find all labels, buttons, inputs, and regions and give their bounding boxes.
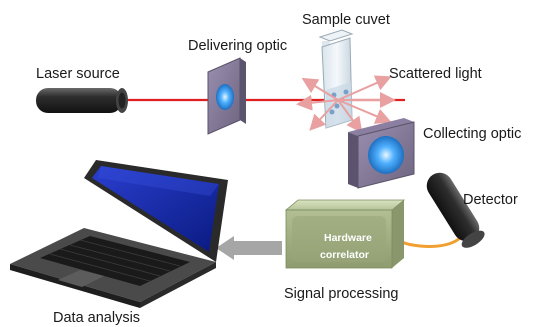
data-analysis-label: Data analysis — [53, 310, 140, 326]
hardware-correlator-label-line2: correlator — [320, 249, 369, 261]
laptop-icon — [10, 160, 228, 308]
collecting-optic-label: Collecting optic — [423, 126, 521, 142]
delivering-optic-label: Delivering optic — [188, 38, 287, 54]
laser-source-icon — [36, 88, 128, 113]
hardware-correlator-label-line1: Hardware — [324, 232, 372, 244]
data-flow-arrow — [216, 236, 282, 260]
signal-processing-label: Signal processing — [284, 286, 398, 302]
delivering-optic-icon — [207, 57, 246, 135]
sample-cuvet-label: Sample cuvet — [302, 12, 390, 28]
scattered-light-arrows — [296, 75, 396, 134]
detector-icon — [426, 172, 485, 248]
hardware-correlator-box — [284, 199, 406, 269]
detector-label: Detector — [463, 192, 518, 208]
laser-source-label: Laser source — [36, 66, 120, 82]
scattered-light-label: Scattered light — [389, 66, 482, 82]
collecting-optic-icon — [348, 118, 415, 189]
